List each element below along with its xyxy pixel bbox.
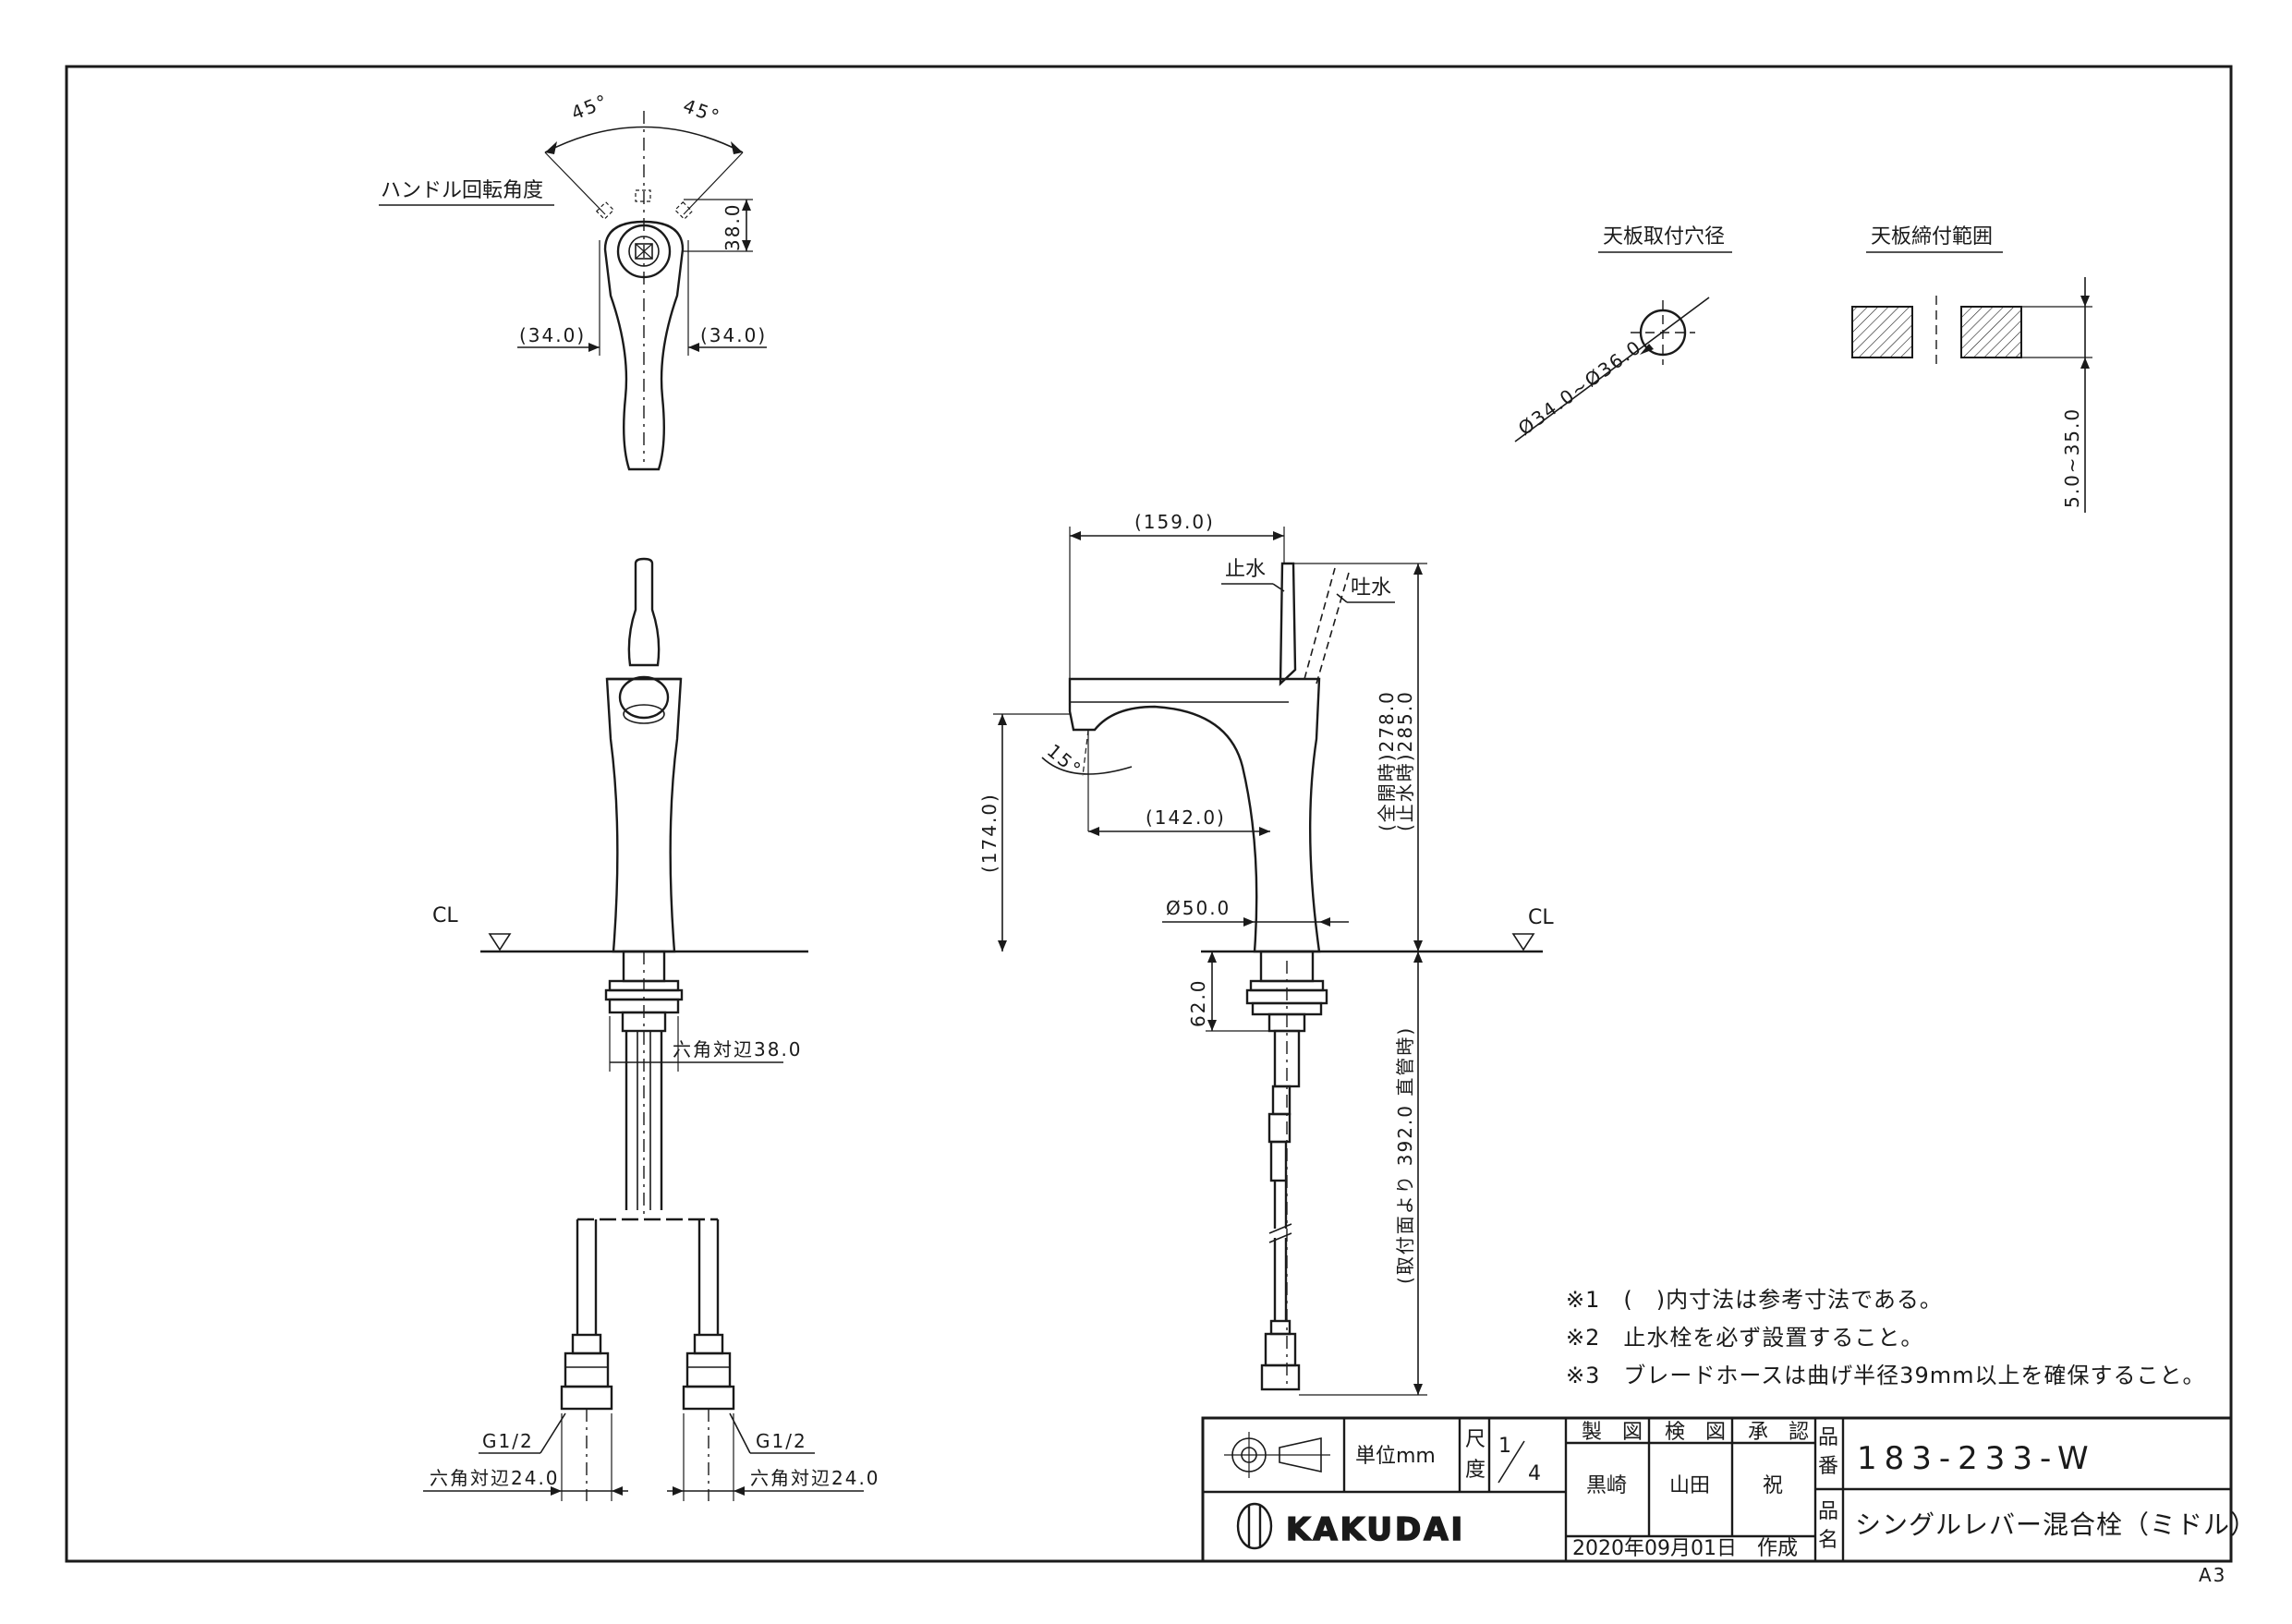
clamp-title: 天板締付範囲 [1871,225,1993,248]
dim-159-label: (159.0) [1134,511,1215,533]
projection-symbol [1224,1432,1330,1478]
mounting-hole-detail: 天板取付穴径 Ø34.0~Ø36.0 [1514,225,1732,442]
handle-body-top [603,220,685,471]
clamp-range-detail: 天板締付範囲 5.0~35.0 [1851,225,2092,513]
front-lever [627,557,661,667]
front-cl-label: CL [432,904,458,927]
stop-water-label: 止水 [1225,558,1266,581]
part-name: シングルレバー混合栓（ミドル） [1855,1509,2257,1540]
part-number: 183-233-W [1857,1440,2096,1477]
g-left-label: G1/2 [482,1430,534,1452]
title-block: 単位mm 尺 度 1 4 製 図 検 図 承 認 黒崎 山田 祝 品 番 183… [1201,1416,2257,1563]
hole-circle [1639,309,1687,357]
part-name-label-2: 名 [1818,1529,1838,1552]
clamp-dim-label: 5.0~35.0 [2061,407,2083,508]
part-name-label-1: 品 [1818,1500,1838,1523]
dim-174-label: (174.0) [978,793,1000,873]
angle-left-label: 45° [568,90,612,125]
note-1: ※1 ( )内寸法は参考寸法である。 [1566,1287,1943,1313]
drawing-frame [65,65,2233,1563]
scale-denominator: 4 [1528,1462,1541,1485]
angle-right-label: 45° [680,94,723,128]
hole-dim-label: Ø34.0~Ø36.0 [1514,335,1646,440]
created-date: 2020年09月01日 作成 [1572,1537,1798,1560]
hole-title: 天板取付穴径 [1603,225,1725,248]
name-approver: 祝 [1763,1474,1783,1497]
role-drafter: 製 図 [1582,1421,1643,1444]
g-right-label: G1/2 [756,1430,807,1452]
note-2: ※2 止水栓を必ず設置すること。 [1566,1325,1923,1351]
side-body [1068,677,1321,953]
dim-left-34-label: (34.0) [519,324,586,346]
part-no-label-2: 番 [1818,1455,1838,1478]
logo-text: KAKUDAI [1286,1511,1465,1548]
front-hex38-label: 六角対辺38.0 [673,1038,803,1060]
height-open-label: (全開時)278.0 [1376,690,1398,831]
kakudai-logo: KAKUDAI [1236,1502,1465,1550]
handle-top-view: 45° 45° ハンドル回転角度 38.0 (34.0) (34.0) [379,90,767,471]
angle-15-label: 15° [1043,739,1086,781]
side-view: (159.0) 止水 吐水 15° (142.0) (174.0) [978,511,1554,1396]
hex24-left-label: 六角対辺24.0 [430,1467,560,1489]
part-no-label-1: 品 [1818,1426,1838,1449]
side-cl-label: CL [1528,906,1554,929]
dim-right-34-label: (34.0) [700,324,767,346]
unit-label: 単位mm [1355,1445,1436,1468]
handle-hub-outer [616,224,672,279]
height-stop-label: (止水時)285.0 [1394,690,1416,831]
dia-50-label: Ø50.0 [1166,897,1231,919]
front-body [605,677,683,953]
dim-62-label: 62.0 [1187,978,1209,1027]
scale-label-2: 度 [1465,1459,1486,1482]
role-checker: 検 図 [1665,1421,1726,1444]
spout-water-label: 吐水 [1351,576,1391,600]
dim-38-label: 38.0 [722,202,744,251]
scale-label-1: 尺 [1465,1428,1486,1451]
scale-numerator: 1 [1498,1435,1511,1458]
handle-hub-inner [628,236,660,267]
name-drafter: 黒崎 [1586,1474,1627,1497]
notes: ※1 ( )内寸法は参考寸法である。 ※2 止水栓を必ず設置すること。 ※3 ブ… [1566,1287,2205,1388]
dim-142-label: (142.0) [1146,806,1226,829]
front-view: CL 六角対辺38.0 [423,557,880,1501]
role-approver: 承 認 [1748,1421,1809,1444]
name-checker: 山田 [1669,1474,1710,1497]
handle-marker-center [635,189,651,202]
hose-length-label: (取付面より 392.0 直管時) [1394,1026,1416,1284]
front-hub [618,675,670,720]
handle-rotation-label: ハンドル回転角度 [381,179,543,202]
sheet-size-label: A3 [2199,1564,2226,1586]
rotation-arc [544,126,744,153]
note-3: ※3 ブレードホースは曲げ半径39mm以上を確保すること。 [1566,1363,2205,1388]
side-lever [1279,562,1297,686]
hex24-right-label: 六角対辺24.0 [750,1467,880,1489]
